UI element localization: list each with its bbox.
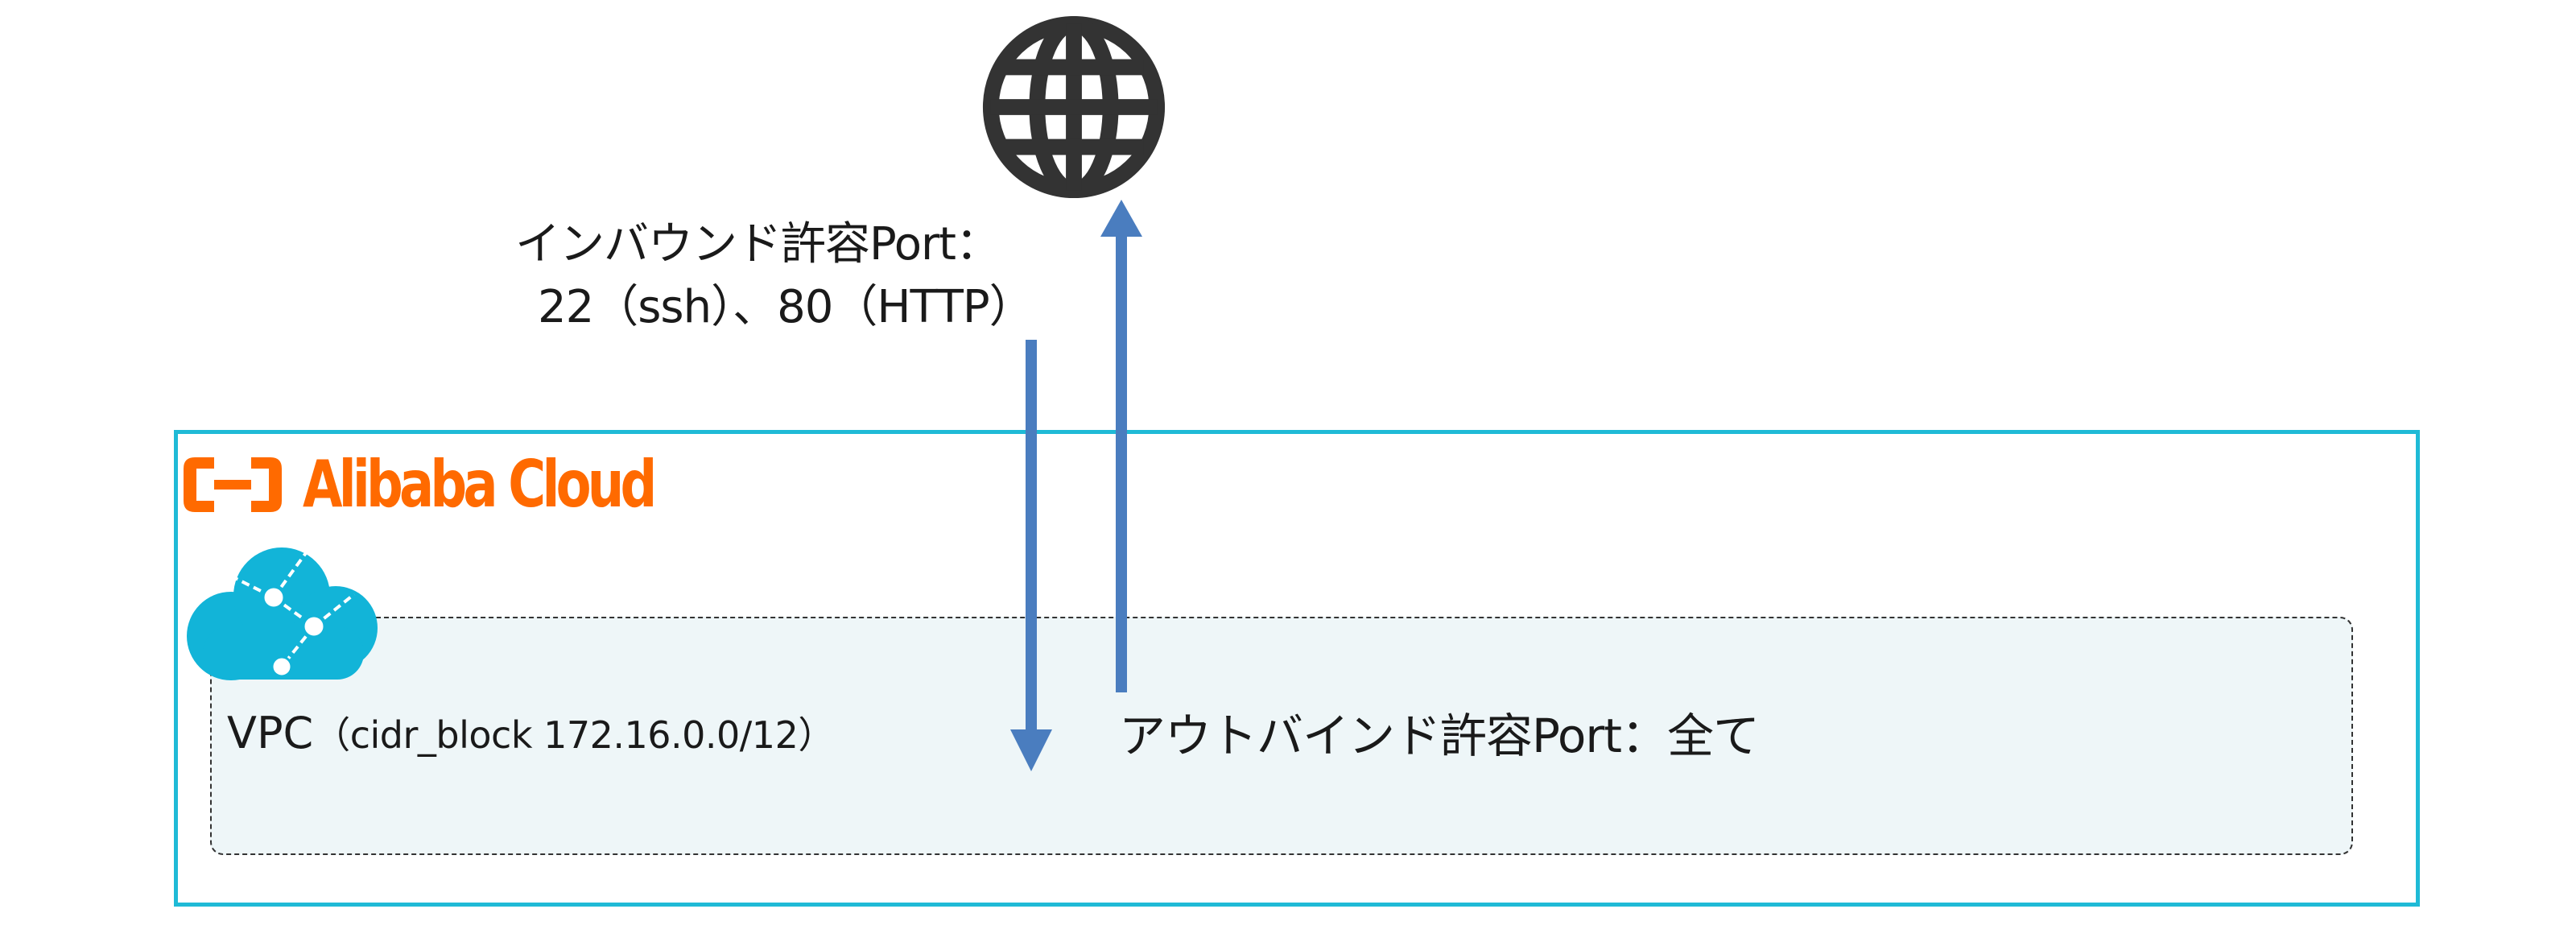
globe-icon xyxy=(982,15,1166,199)
vpc-box xyxy=(210,617,2353,855)
vpc-cloud-icon xyxy=(187,547,378,680)
inbound-port-values: 22（ssh）、80（HTTP） xyxy=(538,281,1034,333)
alibaba-cloud-logo-text: Alibaba Cloud xyxy=(303,447,657,522)
vpc-title: VPC xyxy=(227,708,314,758)
alibaba-cloud-logo-icon xyxy=(184,457,282,512)
inbound-port-label: インバウンド許容Port： xyxy=(515,218,1001,271)
vpc-label: VPC（cidr_block 172.16.0.0/12） xyxy=(227,705,835,763)
vpc-cidr: （cidr_block 172.16.0.0/12） xyxy=(313,713,835,757)
alibaba-cloud-frame xyxy=(174,430,2420,907)
outbound-port-label: アウトバインド許容Port：全て xyxy=(1119,709,1760,763)
alibaba-cloud-logo: Alibaba Cloud xyxy=(179,451,741,519)
